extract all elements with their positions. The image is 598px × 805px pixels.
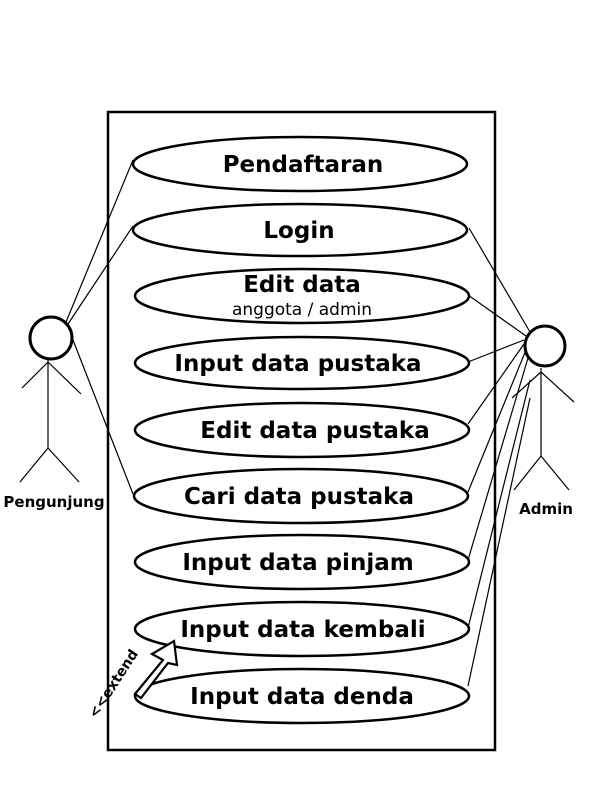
use-case-cari-data-pustaka: Cari data pustaka [132,467,470,525]
use-case-label: Cari data pustaka [184,484,414,510]
assoc-pengunjung-pendaftaran [65,159,134,323]
use-case-ellipse [133,533,471,591]
assoc-admin-input-data-pinjam [467,357,529,561]
assoc-admin-login [468,227,531,333]
use-case-label: Input data pinjam [182,550,413,576]
extend-arrow [133,639,179,700]
use-case-input-data-pinjam: Input data pinjam [133,533,471,591]
pengunjung-associations [65,159,134,495]
actor-pengunjung: Pengunjung [3,315,105,511]
actor-arm-left [21,361,49,389]
actor-arm-right [47,361,82,395]
actor-leg-right [540,455,570,491]
assoc-admin-edit-data [467,294,527,337]
use-case-pendaftaran: Pendaftaran [131,135,469,193]
assoc-admin-input-data-denda [467,397,531,687]
use-case-input-data-kembali: Input data kembali [133,600,471,658]
use-case-ellipse [133,667,471,725]
use-case-label: Input data pustaka [174,351,421,377]
use-case-login: Login [131,202,469,258]
actor-leg-left [19,447,49,483]
assoc-admin-cari-data-pustaka [467,349,527,493]
actor-arm-left [511,371,542,399]
assoc-admin-input-data-pustaka [467,339,525,363]
use-case-ellipse [133,335,471,391]
assoc-admin-input-data-kembali [467,379,531,629]
actor-admin: Admin [511,324,575,518]
actor-arm-right [540,371,575,403]
actor-head [523,324,567,368]
extend-label: <<extend [86,647,142,721]
use-case-label: Edit data pustaka [200,418,429,444]
use-case-edit-data-pustaka: Edit data pustaka [133,401,471,459]
use-case-label: Pendaftaran [223,152,384,178]
admin-associations [467,227,531,687]
use-case-label: Input data denda [190,684,414,710]
actor-label: Pengunjung [3,493,104,511]
actor-head [28,315,74,361]
use-case-input-data-pustaka: Input data pustaka [133,335,471,391]
use-case-label: Edit data [243,272,361,298]
use-case-ellipse [133,267,471,325]
use-case-ellipse [133,600,471,658]
assoc-pengunjung-login [67,225,134,325]
use-case-label: Input data kembali [180,617,425,643]
assoc-pengunjung-cari-data-pustaka [72,339,134,495]
actor-leg-left [513,455,542,491]
use-case-edit-data: Edit data anggota / admin [133,267,471,325]
use-case-ellipse [131,202,469,258]
use-case-ellipse [132,467,470,525]
actor-leg-right [47,447,80,483]
use-case-input-data-denda: Input data denda [133,667,471,725]
use-case-label: Login [263,218,334,244]
use-case-ellipse [131,135,469,193]
use-case-ellipse [133,401,471,459]
use-case-sublabel: anggota / admin [232,300,372,320]
actor-label: Admin [519,500,573,518]
assoc-admin-edit-data-pustaka [467,343,525,425]
